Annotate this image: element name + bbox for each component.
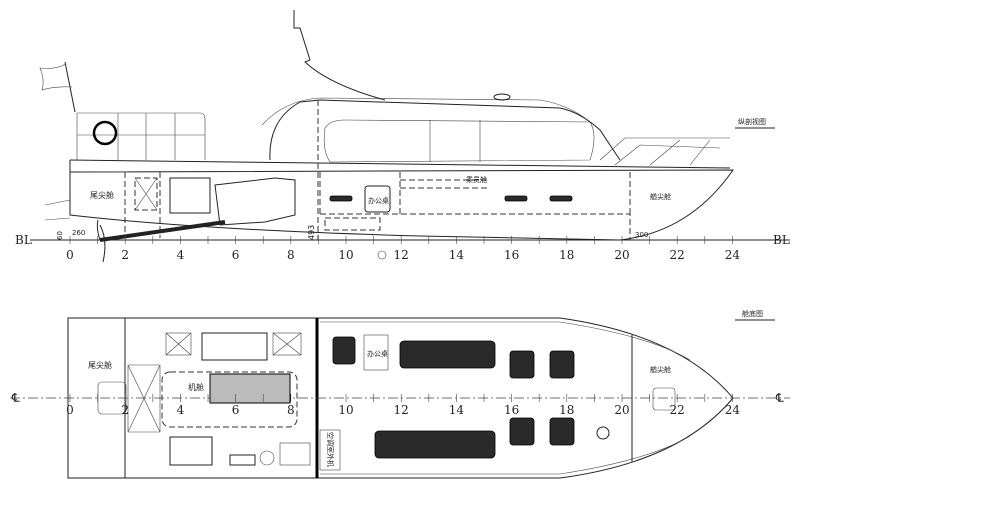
superstructure-outline — [269, 99, 621, 161]
underfloor-tank — [324, 217, 381, 231]
label-ac-unit: 空调室外机 — [326, 432, 335, 467]
frame-number: 20 — [614, 403, 629, 417]
frame-number: 20 — [614, 248, 629, 262]
frame-number: 24 — [725, 403, 741, 417]
tank-cross — [134, 177, 158, 211]
frame-number: 0 — [66, 403, 74, 417]
frame-number: 4 — [177, 248, 185, 262]
bow-railing — [599, 137, 730, 166]
label-aft-peak: 尾尖舱 — [90, 190, 114, 200]
plan-view-title: 舱底图 — [742, 309, 763, 318]
transom-step — [44, 199, 71, 221]
plan-label-office-desk: 办公桌 — [367, 349, 388, 358]
tank — [165, 332, 192, 356]
plan-label-engine-room: 机舱 — [188, 382, 204, 392]
main-deck-line — [69, 159, 731, 169]
plan-main-engine — [209, 373, 291, 404]
frame-number: 16 — [504, 403, 519, 417]
frame-number: 10 — [338, 248, 353, 262]
lifebuoy-icon — [92, 120, 118, 146]
frame-number: 22 — [670, 248, 685, 262]
midship-symbol — [377, 250, 387, 260]
frame-number: 12 — [394, 403, 409, 417]
seat — [509, 350, 535, 379]
frame-number: 18 — [559, 403, 574, 417]
frame-number: 4 — [177, 403, 185, 417]
centerline-label-left: ℄ — [11, 391, 20, 405]
dim-260: 260 — [72, 229, 85, 237]
engine-bed — [161, 371, 298, 428]
seat — [332, 336, 356, 365]
tank-cross — [272, 332, 302, 356]
label-office-desk: 办公桌 — [368, 196, 389, 205]
pump-panel — [279, 442, 311, 466]
frame-number: 18 — [559, 248, 574, 262]
engine-hatch — [127, 364, 161, 433]
propeller-icon — [96, 219, 106, 263]
ac-unit-box — [319, 429, 341, 471]
frame-number: 8 — [287, 248, 295, 262]
plan-office-desk — [363, 334, 389, 371]
seat — [509, 417, 535, 446]
cabin-windows — [323, 119, 595, 163]
centerline-label-right: ℄ — [775, 391, 784, 405]
seat — [549, 417, 575, 446]
dim-60: 60 — [56, 231, 64, 240]
switchboard — [169, 436, 213, 466]
dim-493: 493 — [307, 225, 316, 240]
profile-view-title: 纵剖视图 — [738, 117, 766, 126]
baseline-label-left: BL — [15, 233, 32, 247]
frame-number: 2 — [121, 248, 129, 262]
battery-rack — [201, 332, 268, 361]
dim-300: 300 — [635, 231, 648, 239]
frame-number: 24 — [725, 248, 741, 262]
steering-wheel-icon — [596, 426, 610, 440]
label-passenger-cabin: 乘员舱 — [466, 175, 487, 184]
baseline-label-right: BL — [773, 233, 790, 247]
profile-view: BL BL 尾尖舱 办公桌 乘员舱 艏尖舱 纵剖视图 — [15, 10, 790, 263]
roof-line — [261, 97, 586, 126]
seat — [549, 350, 575, 379]
bench-seat — [399, 340, 496, 369]
frame-number: 0 — [66, 248, 74, 262]
frame-number: 6 — [232, 248, 240, 262]
propeller-shaft — [99, 220, 226, 242]
bulkhead-lines — [124, 100, 319, 240]
bench-seat — [374, 430, 496, 459]
plan-label-aft-peak: 尾尖舱 — [88, 360, 112, 370]
plan-label-fore-peak: 艏尖舱 — [650, 365, 671, 374]
device — [229, 454, 256, 466]
frame-number: 14 — [449, 248, 465, 262]
tank-cross — [165, 332, 192, 356]
flag-icon — [39, 63, 73, 91]
hull-outline — [69, 160, 734, 241]
frame-number: 16 — [504, 248, 519, 262]
cabin-floor — [319, 172, 631, 240]
seat — [549, 195, 573, 202]
frame-number: 14 — [449, 403, 465, 417]
rudder-hatch — [97, 381, 127, 415]
round-tank — [259, 450, 275, 466]
seat — [329, 195, 353, 202]
radar-mast — [293, 10, 386, 101]
frame-number: 12 — [394, 248, 409, 262]
fore-hatch — [652, 387, 676, 411]
antenna-icon — [493, 93, 511, 101]
label-fore-peak: 艏尖舱 — [650, 192, 671, 201]
office-desk — [364, 185, 391, 213]
generator — [169, 177, 211, 214]
main-engine — [214, 177, 296, 226]
frame-number: 6 — [232, 403, 240, 417]
seat — [504, 195, 528, 202]
frame-number: 2 — [121, 403, 129, 417]
frame-number: 22 — [670, 403, 685, 417]
stern-railing — [76, 112, 206, 160]
tank — [272, 332, 302, 356]
frame-number: 10 — [338, 403, 353, 417]
frame-number: 8 — [287, 403, 295, 417]
